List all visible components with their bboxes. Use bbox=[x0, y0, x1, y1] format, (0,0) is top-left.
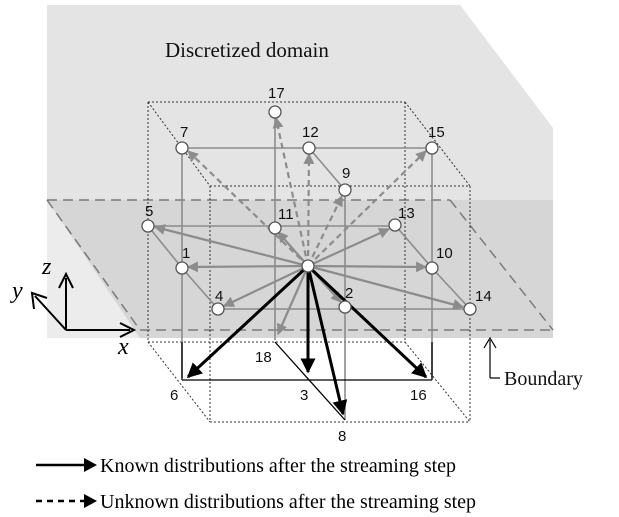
legend-unknown-label: Unknown distributions after the streamin… bbox=[100, 491, 476, 513]
node-4 bbox=[211, 302, 225, 316]
arrow-to-5 bbox=[153, 224, 309, 268]
node-label-1: 1 bbox=[182, 245, 190, 262]
known-arrows bbox=[186, 264, 428, 416]
gray-arrows bbox=[153, 224, 465, 336]
node-2 bbox=[338, 300, 352, 314]
arrow-to-9 bbox=[307, 195, 343, 267]
arrow-to-18 bbox=[276, 265, 310, 336]
legend-unknown: Unknown distributions after the streamin… bbox=[36, 491, 476, 513]
node-label-16: 16 bbox=[410, 387, 427, 404]
arrow-to-6 bbox=[186, 264, 310, 379]
legend-known-label: Known distributions after the streaming … bbox=[100, 455, 456, 477]
node-label-6: 6 bbox=[170, 387, 178, 404]
arrow-to-11 bbox=[277, 231, 309, 267]
legend-unknown-arrowhead-icon bbox=[84, 494, 97, 508]
node-5 bbox=[141, 219, 155, 233]
arrow-to-13 bbox=[307, 227, 391, 268]
node-label-17: 17 bbox=[268, 85, 285, 102]
node-label-2: 2 bbox=[345, 285, 353, 302]
axis-x-label: x bbox=[117, 334, 129, 360]
arrow-to-12 bbox=[303, 152, 315, 267]
node-label-4: 4 bbox=[215, 288, 223, 305]
unknown-arrows bbox=[187, 116, 427, 267]
node-11 bbox=[268, 221, 282, 235]
node-12 bbox=[302, 141, 316, 155]
axis-y-label: y bbox=[10, 278, 23, 304]
node-label-8: 8 bbox=[338, 428, 346, 445]
node-label-14: 14 bbox=[475, 288, 492, 305]
node-0 bbox=[301, 259, 315, 273]
domain-title: Discretized domain bbox=[165, 38, 329, 62]
boundary-callout: Boundary bbox=[483, 336, 583, 390]
node-9 bbox=[338, 183, 352, 197]
arrow-to-10 bbox=[307, 261, 428, 273]
node-17 bbox=[268, 105, 282, 119]
node-15 bbox=[425, 141, 439, 155]
node-label-3: 3 bbox=[300, 387, 308, 404]
arrow-to-8 bbox=[306, 265, 348, 416]
boundary-label: Boundary bbox=[504, 368, 583, 390]
arrow-to-1 bbox=[186, 261, 309, 273]
arrow-to-15 bbox=[307, 150, 427, 267]
lattice-nodes bbox=[141, 105, 477, 316]
legend-known-arrowhead-icon bbox=[84, 458, 97, 472]
node-label-11: 11 bbox=[278, 206, 294, 223]
boundary-plane bbox=[46, 199, 554, 331]
legend-known: Known distributions after the streaming … bbox=[36, 455, 456, 477]
arrow-to-4 bbox=[223, 265, 309, 307]
node-14 bbox=[463, 302, 477, 316]
node-label-5: 5 bbox=[145, 203, 153, 220]
node-7 bbox=[175, 141, 189, 155]
node-label-15: 15 bbox=[428, 124, 445, 141]
node-label-10: 10 bbox=[436, 245, 453, 262]
node-10 bbox=[425, 261, 439, 275]
node-label-7: 7 bbox=[180, 124, 188, 141]
legend: Known distributions after the streaming … bbox=[36, 455, 476, 513]
node-label-18: 18 bbox=[255, 349, 272, 366]
node-13 bbox=[388, 218, 402, 232]
coordinate-axes bbox=[30, 271, 137, 338]
arrow-to-16 bbox=[306, 264, 428, 379]
node-label-9: 9 bbox=[342, 165, 350, 182]
node-1 bbox=[175, 261, 189, 275]
node-label-13: 13 bbox=[398, 205, 415, 222]
arrow-to-14 bbox=[307, 264, 465, 310]
node-labels: 17 7 12 15 9 5 11 13 1 10 4 2 14 18 6 3 … bbox=[145, 85, 492, 445]
arrow-to-17 bbox=[272, 116, 310, 267]
arrow-to-7 bbox=[187, 150, 309, 267]
axis-z-label: z bbox=[41, 254, 52, 280]
node-label-12: 12 bbox=[302, 124, 319, 141]
